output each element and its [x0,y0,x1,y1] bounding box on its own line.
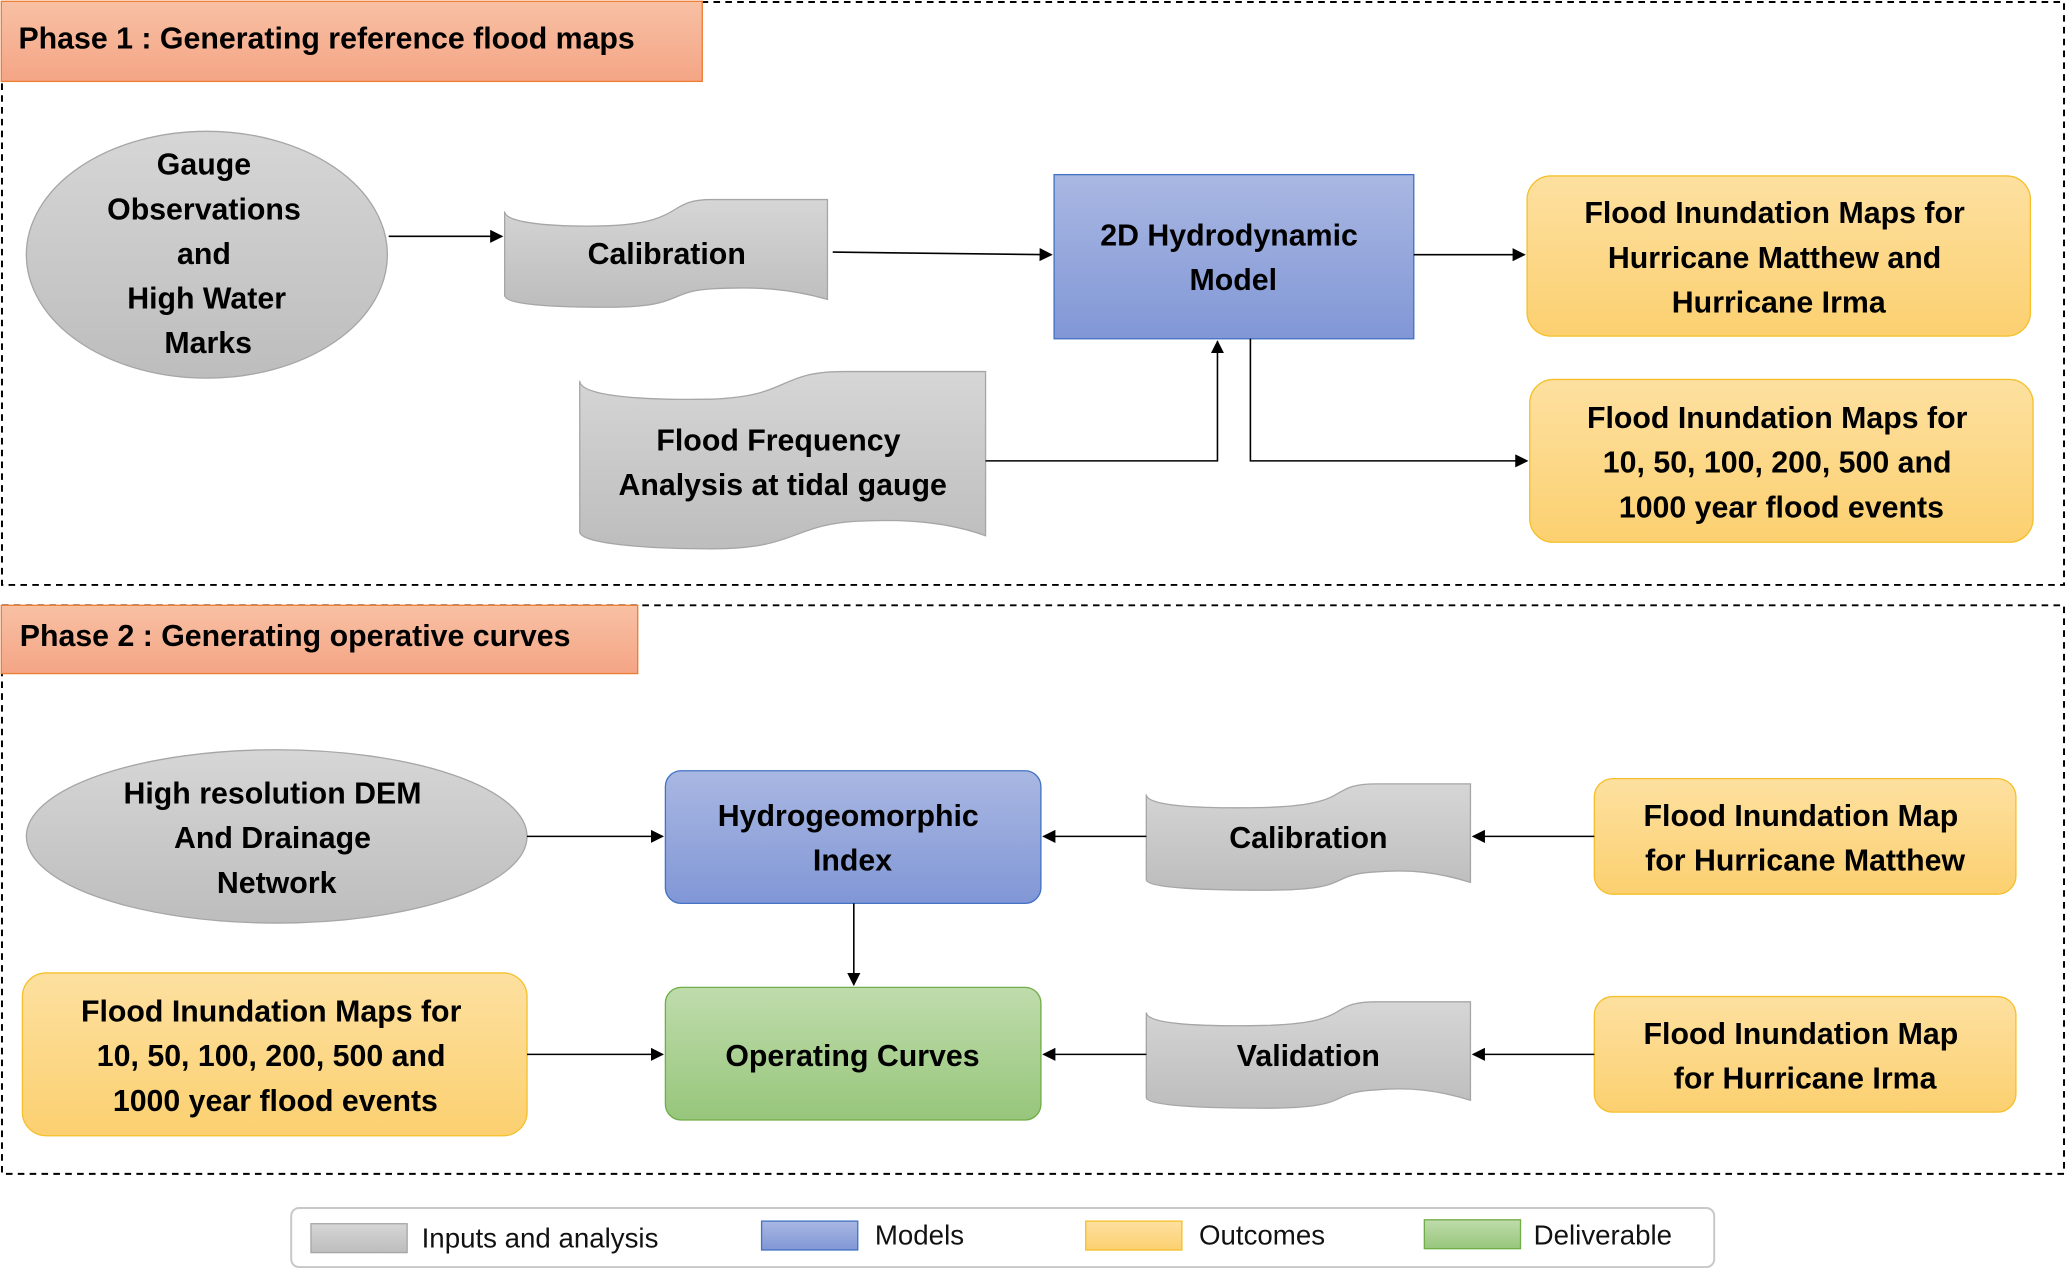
node-label: Calibration [588,238,746,271]
node-label: Validation [1237,1040,1380,1073]
phase2-header-box [0,604,639,675]
node-label: Operating Curves [725,1040,979,1073]
arrow-model-to-return-maps [1249,338,1529,468]
node-2d-hydrodynamic-model[interactable]: 2D Hydrodynamic Model [1053,173,1415,340]
phase1-connectors [388,229,1529,468]
node-label: Flood Inundation Map for Hurricane Irma [1644,1018,1967,1096]
node-hydrogeomorphic-index[interactable]: Hydrogeomorphic Index [664,770,1042,905]
node-maps-hurricanes[interactable]: Flood Inundation Maps for Hurricane Matt… [1526,175,2032,337]
legend-item-outcomes: Outcomes [1085,1220,1325,1251]
node-validation[interactable]: Validation [1145,1001,1472,1109]
node-label: Flood Inundation Maps for 10, 50, 100, 2… [81,996,470,1118]
legend-swatch-deliverable [1423,1219,1522,1250]
node-label: Flood Frequency Analysis at tidal gauge [618,424,946,502]
node-label: Flood Inundation Map for Hurricane Matth… [1644,800,1967,878]
legend-item-inputs: Inputs and analysis [310,1222,659,1254]
node-label: Flood Inundation Maps for 10, 50, 100, 2… [1587,402,1976,524]
node-label: 2D Hydrodynamic Model [1100,220,1366,298]
node-dem-drainage[interactable]: High resolution DEM And Drainage Network [25,749,528,924]
node-map-matthew[interactable]: Flood Inundation Map for Hurricane Matth… [1593,777,2017,895]
node-flood-frequency[interactable]: Flood Frequency Analysis at tidal gauge [579,370,987,550]
phase2-section: Phase 2 : Generating operative curves Hi… [0,604,2066,1175]
node-calibration-phase1[interactable]: Calibration [503,198,829,308]
legend-label-models: Models [875,1220,964,1251]
legend-swatch-inputs [310,1223,408,1254]
node-maps-return-periods-phase2[interactable]: Flood Inundation Maps for 10, 50, 100, 2… [21,972,528,1137]
phase1-section: Phase 1 : Generating reference flood map… [0,0,2066,586]
node-operating-curves[interactable]: Operating Curves [664,986,1042,1121]
node-label: Calibration [1229,822,1387,855]
legend-item-models: Models [760,1220,964,1251]
phase1-title: Phase 1 : Generating reference flood map… [18,23,634,56]
node-gauge-observations[interactable]: Gauge Observations and High Water Marks [25,130,389,379]
node-calibration-phase2[interactable]: Calibration [1145,783,1472,891]
node-label: Hydrogeomorphic Index [718,800,987,878]
arrow-frequency-to-model [985,340,1225,462]
node-map-irma[interactable]: Flood Inundation Map for Hurricane Irma [1593,995,2017,1113]
node-maps-return-periods-phase1[interactable]: Flood Inundation Maps for 10, 50, 100, 2… [1529,378,2034,543]
legend-label-inputs: Inputs and analysis [422,1222,659,1253]
legend-swatch-models [760,1220,859,1251]
phase1-header-box [0,0,703,83]
legend-label-outcomes: Outcomes [1199,1220,1325,1251]
node-label: Flood Inundation Maps for Hurricane Matt… [1584,197,1973,319]
phase2-title: Phase 2 : Generating operative curves [20,620,571,653]
arrow-calibration-to-model [832,248,1053,262]
phase1-border [0,0,2066,586]
node-label: Gauge Observations and High Water Marks [107,149,309,361]
legend-box [290,1206,1716,1269]
legend-label-deliverable: Deliverable [1534,1220,1672,1251]
legend: Inputs and analysis Models Outcomes Deli… [290,1206,1716,1269]
phase2-connectors [527,829,1595,1061]
legend-item-deliverable: Deliverable [1423,1219,1672,1251]
legend-swatch-outcomes [1085,1220,1183,1251]
node-label: High resolution DEM And Drainage Network [124,778,430,900]
